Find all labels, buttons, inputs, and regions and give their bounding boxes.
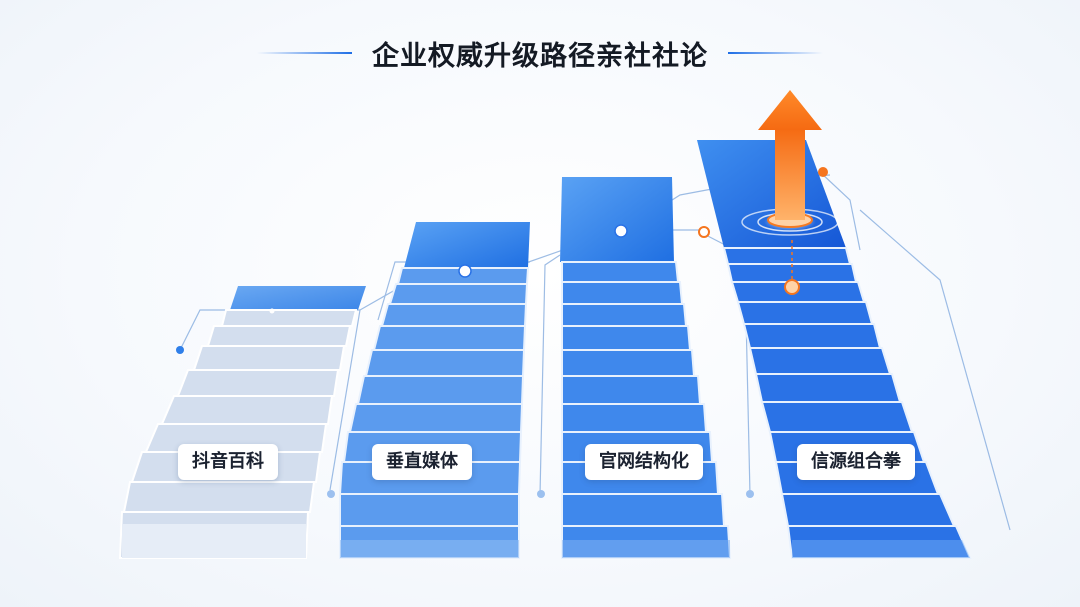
stage-label-4: 信源组合拳 [797, 444, 915, 480]
stage-label-3: 官网结构化 [585, 444, 703, 480]
stage-label-2: 垂直媒体 [372, 444, 472, 480]
staircase-2 [338, 222, 530, 559]
title-divider-right [728, 52, 823, 54]
up-arrow-icon [758, 90, 822, 220]
title-divider-left [257, 52, 352, 54]
node-dot-icon [176, 167, 828, 498]
staircase-1 [118, 286, 366, 559]
page-title: 企业权威升级路径亲社社论 [372, 40, 708, 72]
staircase-4 [697, 140, 972, 559]
stage-label-1: 抖音百科 [178, 444, 278, 480]
title-bar: 企业权威升级路径亲社社论 [0, 28, 1080, 78]
